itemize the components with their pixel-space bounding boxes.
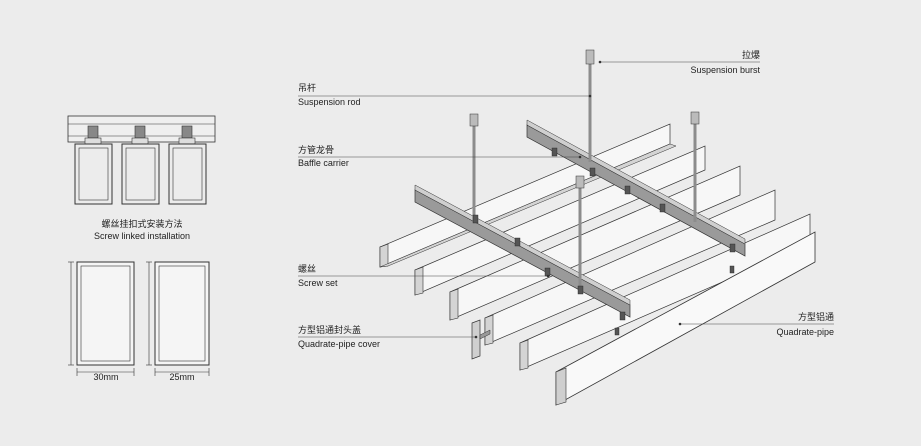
hanger-3 [168, 125, 207, 205]
detail-caption-cn: 螺丝挂扣式安装方法 [101, 218, 182, 229]
callout-suspension-rod: 吊杆 Suspension rod [298, 82, 592, 107]
label-suspension-burst-en: Suspension burst [690, 65, 760, 75]
label-baffle-carrier-en: Baffle carrier [298, 158, 349, 168]
label-quadrate-pipe-cover-cn: 方型铝通封头盖 [298, 324, 361, 335]
callout-screw-set: 螺丝 Screw set [298, 263, 550, 288]
callout-quadrate-pipe: 方型铝通 Quadrate-pipe [678, 311, 834, 337]
quadrate-pipe [555, 231, 816, 406]
profile-30mm: 30mm [68, 261, 135, 382]
label-quadrate-pipe-en: Quadrate-pipe [776, 327, 834, 337]
baffle-carrier-back [526, 119, 746, 257]
label-suspension-rod-cn: 吊杆 [298, 82, 316, 93]
baffle-carrier-front [414, 184, 631, 318]
label-quadrate-pipe-cn: 方型铝通 [798, 311, 834, 322]
callout-suspension-burst: 拉爆 Suspension burst [598, 49, 760, 75]
label-screw-set-en: Screw set [298, 278, 338, 288]
profile-25mm: 25mm [146, 261, 210, 382]
label-suspension-burst-cn: 拉爆 [742, 49, 760, 60]
suspension-rods [469, 49, 700, 290]
screw-linked-detail: 螺丝挂扣式安装方法 Screw linked installation [67, 115, 216, 241]
label-baffle-carrier-cn: 方管龙骨 [298, 144, 334, 155]
detail-caption-en: Screw linked installation [94, 231, 190, 241]
dim-30mm: 30mm [93, 372, 118, 382]
quadrate-pipe-cover [471, 319, 491, 360]
label-suspension-rod-en: Suspension rod [298, 97, 361, 107]
dim-25mm: 25mm [169, 372, 194, 382]
hanger-2 [121, 125, 160, 205]
label-quadrate-pipe-cover-en: Quadrate-pipe cover [298, 339, 380, 349]
baffle-assembly [379, 49, 816, 406]
hanger-1 [74, 125, 113, 205]
screw-sets [472, 147, 736, 336]
label-screw-set-cn: 螺丝 [298, 263, 316, 274]
callout-baffle-carrier: 方管龙骨 Baffle carrier [298, 144, 582, 168]
callout-quadrate-pipe-cover: 方型铝通封头盖 Quadrate-pipe cover [298, 324, 478, 349]
